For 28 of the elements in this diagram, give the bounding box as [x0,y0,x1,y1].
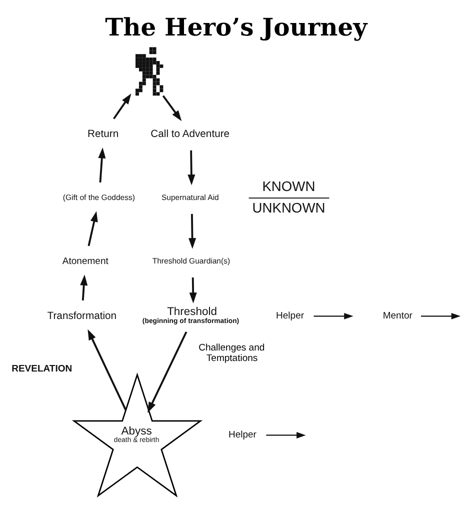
arrow [162,95,182,122]
arrow [98,147,106,182]
label: UNKNOWN [252,200,326,216]
edge-label: Challenges and Temptations [198,342,265,364]
arrow [314,312,354,320]
arrow [88,211,98,246]
node-text: Supernatural Aid [161,193,219,202]
node-text: Return [88,129,119,140]
node-text: Atonement [62,256,108,268]
arrow [189,277,197,304]
arrow [88,329,127,410]
arrow [266,432,306,438]
node-label: REVELATION [12,363,72,374]
label: KNOWN [262,178,316,194]
node-text: Call to Adventure [150,129,230,140]
arrow [148,331,188,413]
arrow [188,150,196,186]
node-text: Helper [276,310,304,322]
node-text: Mentor [382,310,412,322]
node-text: Helper [228,430,256,441]
node-text: Transformation [47,310,117,322]
diagram-title: The Hero’s Journey [105,12,368,42]
arrow [113,93,132,120]
node-text: (Gift of the Goddess) [62,193,135,202]
arrow [80,274,88,301]
arrow [420,312,461,320]
node-text: Threshold Guardian(s) [152,256,230,266]
arrow [188,214,196,249]
